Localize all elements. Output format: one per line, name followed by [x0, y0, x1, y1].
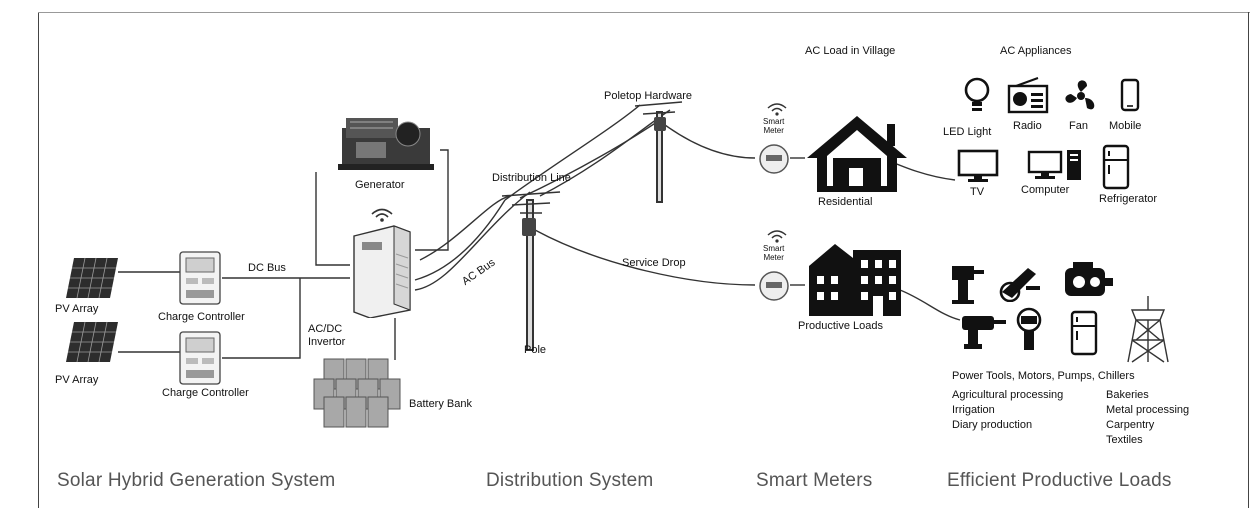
charge-controller-icon	[179, 251, 221, 305]
appliance-label-led-light: LED Light	[943, 126, 992, 138]
distribution-line-label: Distribution Line	[492, 172, 571, 184]
appliance-label-radio: Radio	[1013, 120, 1042, 132]
appliance-label-mobile: Mobile	[1109, 120, 1142, 132]
appliance-label-tv: TV	[970, 186, 985, 198]
refrigerator-icon	[1102, 144, 1130, 190]
productive-col1-item: Irrigation	[952, 404, 995, 416]
inverter-icon	[353, 225, 411, 318]
battery-bank-label: Battery Bank	[409, 398, 472, 410]
smart-meter-label-top: Smart Meter	[763, 117, 785, 135]
productive-col2-item: Bakeries	[1106, 389, 1149, 401]
ac-dc-invertor-label: AC/DC Invertor	[308, 323, 346, 348]
pv-array-label-1: PV Array	[55, 303, 99, 315]
solar-panel-icon	[66, 257, 118, 299]
section-label-meters: Smart Meters	[756, 470, 873, 491]
wifi-icon-meter-bottom	[767, 230, 787, 243]
dc-bus-label: DC Bus	[248, 262, 286, 274]
mobile-phone-icon	[1120, 78, 1140, 112]
pole-label: Pole	[524, 344, 547, 356]
section-label-loads: Efficient Productive Loads	[947, 470, 1172, 491]
fan-icon	[1065, 80, 1095, 110]
appliance-label-computer: Computer	[1021, 184, 1070, 196]
section-label-distribution: Distribution System	[486, 470, 654, 491]
chiller-icon	[1070, 310, 1098, 356]
motor-icon	[1065, 262, 1113, 296]
angle-grinder-icon	[1016, 307, 1042, 350]
generator-label: Generator	[355, 179, 405, 191]
radio-icon	[1007, 77, 1049, 114]
frame-top-border	[38, 12, 1250, 13]
appliance-label-refrigerator: Refrigerator	[1099, 193, 1158, 205]
smart-meter-icon-2	[759, 271, 789, 301]
building-icon	[809, 244, 901, 316]
charge-controller-label-1: Charge Controller	[158, 311, 245, 323]
smart-meter-icon	[759, 144, 789, 174]
poletop-hardware-label: Poletop Hardware	[604, 90, 693, 102]
power-drill-icon	[962, 316, 1006, 349]
service-drop-label: Service Drop	[622, 257, 686, 269]
section-label-generation: Solar Hybrid Generation System	[57, 470, 336, 491]
frame-right-border	[1248, 12, 1249, 508]
wifi-icon-meter-top	[767, 103, 787, 116]
ac-appliances-heading: AC Appliances	[1000, 45, 1072, 57]
drill-press-icon	[952, 266, 984, 304]
battery-bank-icon	[313, 358, 401, 428]
productive-col1-item: Agricultural processing	[952, 389, 1064, 401]
pv-array-label-2: PV Array	[55, 374, 99, 386]
charge-controller-icon-2	[179, 331, 221, 385]
light-bulb-icon	[964, 77, 990, 111]
computer-icon	[1027, 150, 1081, 180]
frame-left-border	[38, 12, 39, 508]
productive-col1-item: Diary production	[952, 419, 1033, 431]
wifi-icon	[371, 208, 393, 222]
residential-label: Residential	[818, 196, 873, 208]
house-icon	[807, 116, 907, 192]
smart-meter-label-bottom: Smart Meter	[763, 244, 785, 262]
productive-col2-item: Metal processing	[1106, 404, 1190, 416]
ac-load-village-heading: AC Load in Village	[805, 45, 896, 57]
charge-controller-label-2: Charge Controller	[162, 387, 249, 399]
productive-col2-item: Carpentry	[1106, 419, 1155, 431]
productive-loads-label: Productive Loads	[798, 320, 883, 332]
productive-col2-item: Textiles	[1106, 434, 1143, 446]
water-tower-icon	[1127, 296, 1169, 363]
productive-heading: Power Tools, Motors, Pumps, Chillers	[952, 370, 1135, 382]
generator-icon	[338, 118, 434, 170]
solar-panel-icon-2	[66, 321, 118, 363]
grinder-icon	[999, 268, 1040, 302]
tv-icon	[957, 149, 999, 182]
appliance-label-fan: Fan	[1069, 120, 1088, 132]
